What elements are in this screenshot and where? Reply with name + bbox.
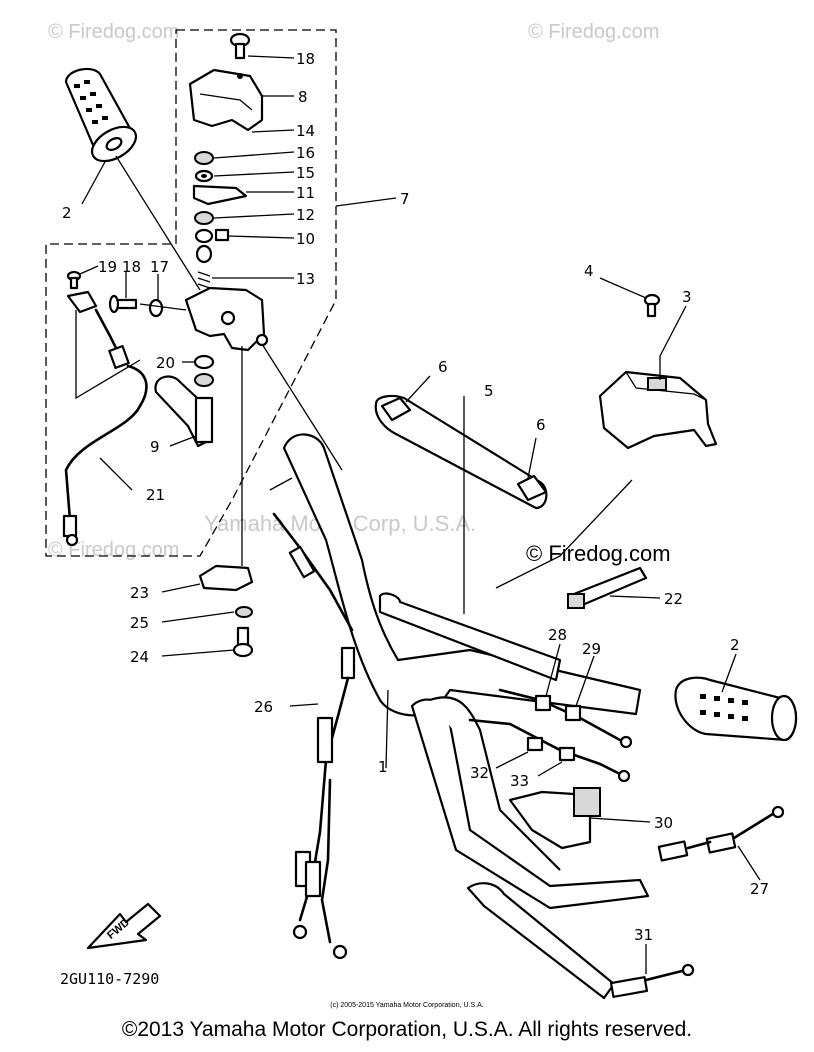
cable-31 [609, 963, 695, 998]
leader-14 [251, 129, 295, 133]
handlebar-grip-5 [374, 394, 548, 510]
callout-15: 15 [296, 164, 315, 182]
adjuster-32 [526, 736, 544, 752]
screw-19 [66, 270, 82, 290]
adjuster-29 [564, 704, 582, 722]
throttle-lever-9 [154, 375, 214, 448]
callout-1: 1 [378, 758, 388, 776]
callout-6-top: 6 [438, 358, 448, 376]
cable-27 [657, 805, 785, 862]
callout-16: 16 [296, 144, 315, 162]
spring-13 [197, 271, 211, 289]
callout-29: 29 [582, 640, 601, 658]
washer-20 [193, 354, 215, 387]
switch-30 [508, 787, 601, 850]
callout-20: 20 [156, 354, 175, 372]
throttle-cover-8 [188, 68, 264, 132]
throttle-cable-26 [272, 512, 356, 960]
washer-15 [194, 169, 214, 183]
control-cables [410, 688, 650, 1000]
callout-10: 10 [296, 230, 315, 248]
callout-27: 27 [750, 880, 769, 898]
copyright-notice: ©2013 Yamaha Motor Corporation, U.S.A. A… [121, 1018, 693, 1041]
callout-33: 33 [510, 772, 529, 790]
callout-25: 25 [130, 614, 149, 632]
callout-14: 14 [296, 122, 315, 140]
left-grip [64, 67, 138, 163]
callout-32: 32 [470, 764, 489, 782]
callout-4: 4 [584, 262, 594, 280]
callout-23: 23 [130, 584, 149, 602]
small-copyright-notice: (c) 2005-2015 Yamaha Motor Corporation, … [330, 1002, 484, 1009]
bolt-18-mid [108, 294, 138, 314]
stop-switch-21 [62, 290, 148, 547]
throttle-assembly-box [45, 29, 337, 557]
grip-to-housing-line [115, 155, 201, 291]
callout-30: 30 [654, 814, 673, 832]
adjuster-28 [534, 694, 552, 712]
clamp-23 [198, 564, 254, 592]
watermark-top-left: © Firedog.com [48, 21, 179, 43]
screw-4 [643, 293, 661, 318]
leader-2-left [81, 159, 107, 205]
spacer [195, 244, 213, 264]
fwd-arrow: FWD [86, 902, 162, 950]
callout-28: 28 [548, 626, 567, 644]
callout-31: 31 [634, 926, 653, 944]
drawing-number: 2GU110-7290 [60, 970, 159, 988]
watermark-top-right: © Firedog.com [528, 21, 659, 43]
callout-26: 26 [254, 698, 273, 716]
callout-5: 5 [484, 382, 494, 400]
callout-18-top: 18 [296, 50, 315, 68]
cable-tie-22 [567, 566, 648, 609]
right-grip [674, 676, 798, 742]
callout-6-right: 6 [536, 416, 546, 434]
callout-9: 9 [150, 438, 160, 456]
callout-8: 8 [298, 88, 308, 106]
callout-19: 19 [98, 258, 117, 276]
leader-7 [335, 197, 397, 207]
adjuster-33 [558, 746, 576, 762]
callout-2-left: 2 [62, 204, 72, 222]
watermark-middle-right: © Firedog.com [526, 541, 671, 566]
collar-10 [194, 228, 230, 244]
callout-22: 22 [664, 590, 683, 608]
nut-17 [148, 298, 164, 318]
callout-17: 17 [150, 258, 169, 276]
washer-16 [194, 151, 214, 165]
screw-18-top [229, 32, 251, 60]
callout-12: 12 [296, 206, 315, 224]
switch-cover-3 [598, 370, 718, 450]
washer-25 [235, 606, 253, 618]
callout-2-right: 2 [730, 636, 740, 654]
callout-18-mid: 18 [122, 258, 141, 276]
callout-24: 24 [130, 648, 149, 666]
plate-11 [192, 184, 248, 206]
callout-13: 13 [296, 270, 315, 288]
washer-12 [194, 211, 214, 225]
callout-3: 3 [682, 288, 692, 306]
callout-21: 21 [146, 486, 165, 504]
handlebar-1 [282, 433, 642, 717]
leader-18-top [247, 55, 295, 59]
callout-7: 7 [400, 190, 410, 208]
bolt-24 [232, 626, 254, 658]
callout-11: 11 [296, 184, 315, 202]
throttle-housing [184, 286, 269, 352]
